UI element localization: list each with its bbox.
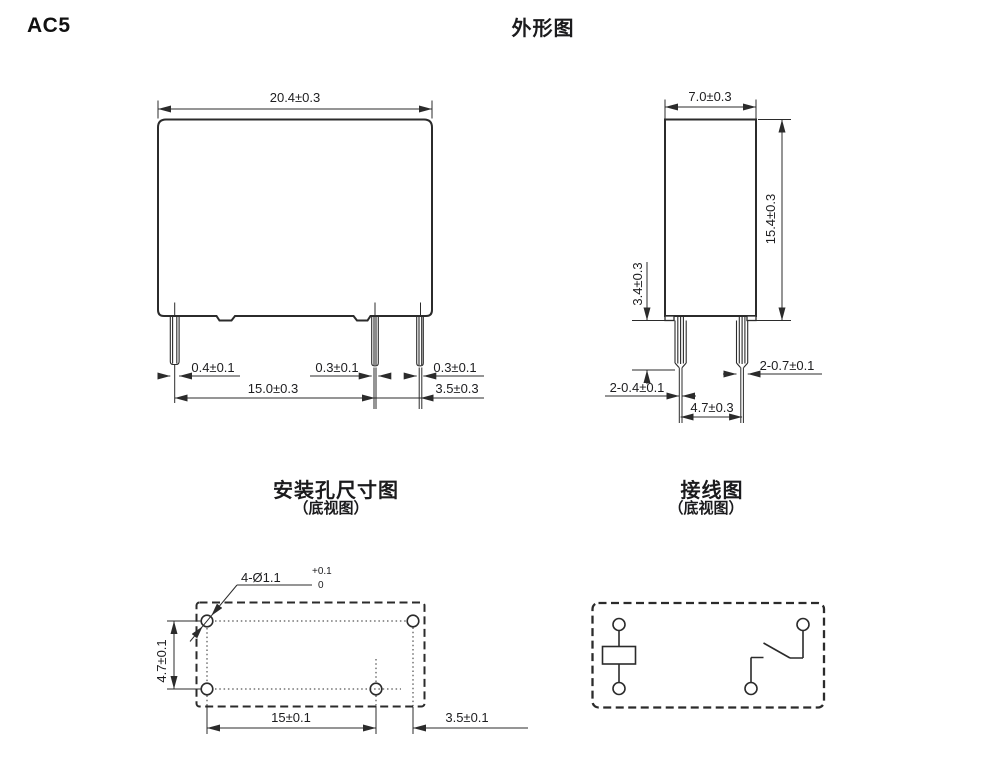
body-foot-left xyxy=(664,315,675,322)
mounting-view-subcaption: （底视图） xyxy=(293,499,369,517)
contact-terminal-bottom xyxy=(744,681,758,696)
mounting-view-caption: 安装孔尺寸图 xyxy=(273,478,399,502)
contact-armature xyxy=(763,642,791,659)
pcb-outline xyxy=(195,601,426,708)
hole-bottom-left xyxy=(200,682,214,696)
dim-row-pitch xyxy=(167,620,201,690)
mounting-hole-drawing: 4-Ø1.1 +0.1 0 4.7±0.1 15±0.1 3.5±0.1 xyxy=(154,566,528,734)
dim-depth xyxy=(664,99,757,119)
dim-col-span xyxy=(206,706,528,734)
hole-diameter-leader xyxy=(189,584,312,642)
coil-box xyxy=(601,645,637,665)
hole-diameter-tol-upper: +0.1 xyxy=(312,566,332,577)
body-foot-right xyxy=(746,315,757,322)
coil-terminal-top xyxy=(612,617,626,632)
coil-symbol xyxy=(601,617,637,696)
page-title: 外形图 xyxy=(511,16,575,40)
dim-depth-label: 7.0±0.3 xyxy=(688,89,731,104)
contact-terminal-top xyxy=(796,617,810,632)
dim-pin-width-label: 2-0.7±0.1 xyxy=(760,358,815,373)
dim-pin2-width-label: 0.3±0.1 xyxy=(315,360,358,375)
pin-center-stubs xyxy=(174,302,421,316)
contact-symbol xyxy=(744,617,810,696)
pin-left-side xyxy=(674,316,687,423)
wiring-view-subcaption: （底视图） xyxy=(668,499,744,517)
pin-right-front xyxy=(416,316,424,409)
side-view-drawing: 7.0±0.3 15.4±0.3 3.4±0.3 2-0.4±0.1 2-0.7… xyxy=(605,89,822,423)
dim-standoff-label: 3.4±0.3 xyxy=(630,262,645,305)
dim-col-span-label: 15±0.1 xyxy=(271,710,311,725)
dim-pin-offset-label: 3.5±0.3 xyxy=(435,381,478,396)
coil-terminal-bottom xyxy=(612,681,626,696)
pin-left-front xyxy=(169,316,180,366)
relay-body-side xyxy=(664,118,757,317)
front-view-drawing: 20.4±0.3 0.4±0.1 0.3±0.1 0.3±0.1 15.0±0.… xyxy=(157,90,484,409)
model-label: AC5 xyxy=(27,14,71,37)
hole-centerlines xyxy=(206,620,414,706)
dim-height xyxy=(758,119,791,321)
dim-pin-pitch-label: 4.7±0.3 xyxy=(690,400,733,415)
dim-pin-thickness-label: 2-0.4±0.1 xyxy=(610,380,665,395)
dim-height-label: 15.4±0.3 xyxy=(763,194,778,245)
dim-row-pitch-label: 4.7±0.1 xyxy=(154,639,169,682)
hole-top-right xyxy=(406,614,420,628)
dim-pin1-width-label: 0.4±0.1 xyxy=(191,360,234,375)
dim-standoff xyxy=(632,262,675,384)
relay-body-front xyxy=(157,118,433,322)
dim-pin-span-label: 15.0±0.3 xyxy=(248,381,299,396)
pin-right-side xyxy=(735,316,749,423)
wiring-outline xyxy=(591,601,826,709)
hole-diameter-tol-lower: 0 xyxy=(318,580,324,591)
pin-middle-front xyxy=(371,316,379,409)
dim-col-offset-label: 3.5±0.1 xyxy=(445,710,488,725)
dim-front-width-label: 20.4±0.3 xyxy=(270,90,321,105)
hole-bottom-right xyxy=(369,682,383,696)
wiring-diagram-drawing xyxy=(591,601,826,709)
hole-diameter-label: 4-Ø1.1 xyxy=(241,570,281,585)
wiring-view-caption: 接线图 xyxy=(680,478,744,502)
dim-pin3-width-label: 0.3±0.1 xyxy=(433,360,476,375)
dim-front-width xyxy=(157,100,433,119)
